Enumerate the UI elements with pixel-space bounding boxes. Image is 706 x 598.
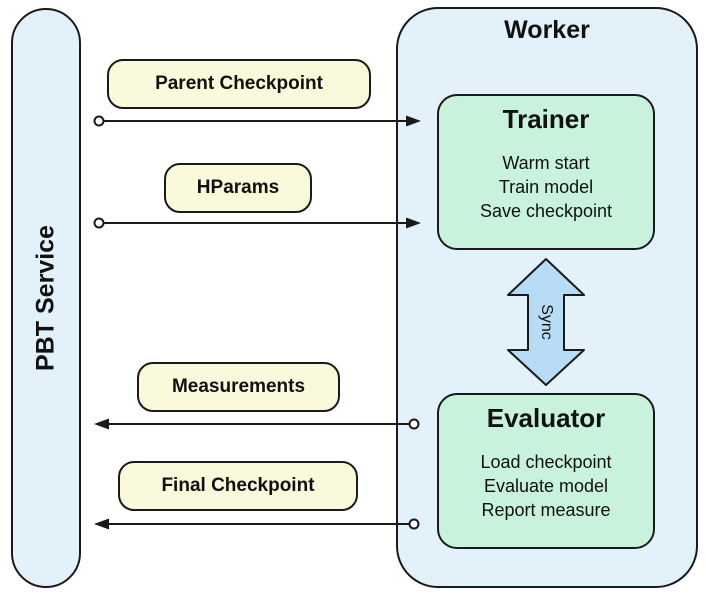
final-checkpoint-message: Final Checkpoint xyxy=(118,461,358,511)
final-checkpoint-arrow xyxy=(94,518,420,530)
pbt-service-bar xyxy=(11,8,81,588)
measurements-arrow xyxy=(94,418,420,430)
evaluator-title: Evaluator xyxy=(486,403,606,433)
trainer-step-warm-start: Warm start xyxy=(502,153,590,173)
trainer-step-train-model: Train model xyxy=(498,177,594,197)
evaluator-box: Evaluator Load checkpoint Evaluate model… xyxy=(437,393,655,549)
hparams-arrow xyxy=(93,217,421,229)
worker-title: Worker xyxy=(504,16,590,44)
evaluator-step-evaluate-model: Evaluate model xyxy=(483,476,609,496)
evaluator-step-load-checkpoint: Load checkpoint xyxy=(480,452,612,472)
sync-double-arrow xyxy=(507,258,585,386)
trainer-title: Trainer xyxy=(502,104,590,134)
measurements-message: Measurements xyxy=(137,362,340,412)
trainer-step-save-checkpoint: Save checkpoint xyxy=(479,201,613,221)
parent-checkpoint-arrow xyxy=(93,115,421,127)
sync-label: Sync xyxy=(538,304,555,340)
evaluator-step-report-measure: Report measure xyxy=(481,500,611,520)
parent-checkpoint-message: Parent Checkpoint xyxy=(107,59,371,109)
trainer-box: Trainer Warm start Train model Save chec… xyxy=(437,94,655,250)
hparams-message: HParams xyxy=(164,163,312,213)
